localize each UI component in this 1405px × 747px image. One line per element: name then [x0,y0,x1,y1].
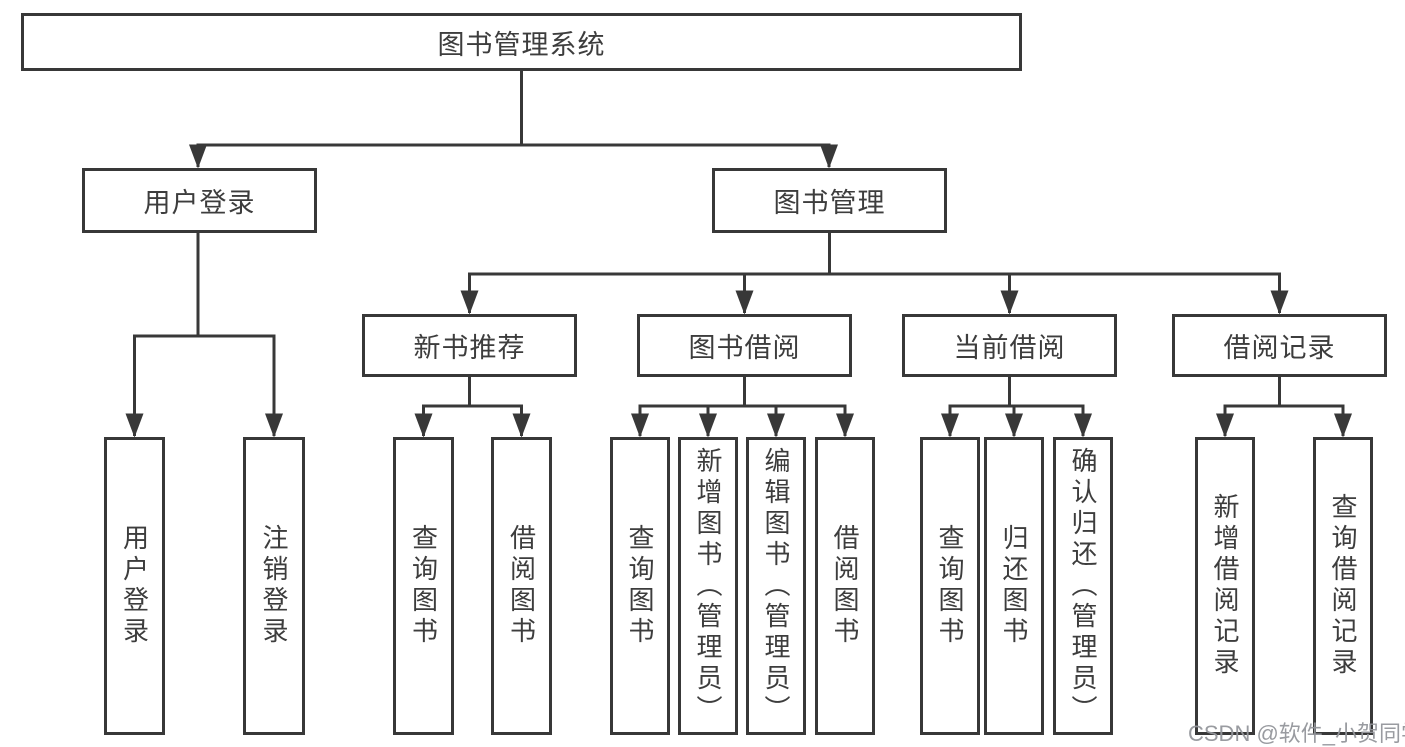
leaf-query-book-recommend: 查询图书 [393,437,454,735]
node-borrow-records: 借阅记录 [1172,314,1387,377]
leaf-add-book-admin: 新增图书（管理员） [678,437,738,735]
leaf-query-book-borrow: 查询图书 [610,437,670,735]
leaf-add-borrow-record: 新增借阅记录 [1195,437,1255,735]
leaf-edit-book-admin: 编辑图书（管理员） [746,437,806,735]
node-user-login: 用户登录 [82,168,317,233]
leaf-borrow-book-recommend: 借阅图书 [491,437,552,735]
node-book-borrow: 图书借阅 [637,314,852,377]
node-book-management: 图书管理 [712,168,947,233]
node-current-borrow: 当前借阅 [902,314,1117,377]
node-root: 图书管理系统 [21,13,1022,71]
leaf-user-login: 用户登录 [104,437,165,735]
leaf-confirm-return-admin: 确认归还（管理员） [1053,437,1113,735]
leaf-borrow-book: 借阅图书 [815,437,875,735]
node-new-book-recommend: 新书推荐 [362,314,577,377]
leaf-logout: 注销登录 [243,437,305,735]
leaf-return-book: 归还图书 [984,437,1044,735]
csdn-watermark: CSDN @软件_小贺同学 [1188,721,1405,746]
leaf-query-book-current: 查询图书 [920,437,980,735]
leaf-query-borrow-record: 查询借阅记录 [1313,437,1373,735]
